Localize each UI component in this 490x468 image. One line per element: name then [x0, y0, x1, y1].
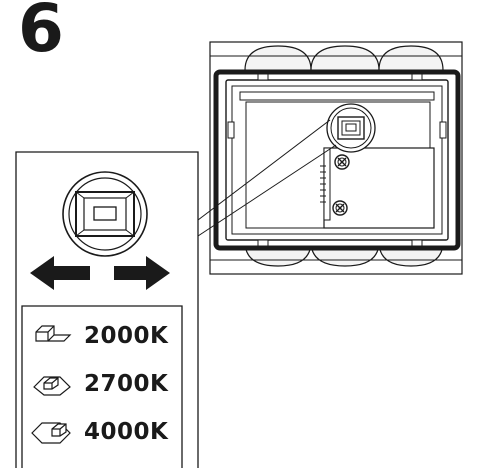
switch-location-marker [326, 103, 376, 153]
option-4000k: 4000K [30, 412, 168, 452]
screw-icon [332, 200, 348, 216]
callout-leader-lines [197, 119, 337, 237]
fixture-housing [209, 41, 463, 275]
slide-left-arrow-icon [30, 256, 90, 290]
switch-position-2700k-icon [33, 376, 71, 396]
top-lens-row [244, 45, 444, 71]
option-label: 2000K [84, 323, 169, 349]
switch-position-2000k-icon [35, 325, 72, 342]
option-label: 2700K [84, 371, 169, 397]
option-2000k: 2000K [30, 316, 168, 356]
switch-position-4000k-icon [31, 422, 71, 444]
slide-right-arrow-icon [114, 256, 170, 290]
board-pins [320, 165, 326, 203]
outer-rail [209, 41, 463, 275]
option-2700k: 2700K [30, 364, 168, 404]
option-label: 4000K [84, 419, 169, 445]
switch-detail [62, 171, 148, 257]
screw-icon [334, 154, 350, 170]
step-number: 6 [18, 0, 64, 67]
